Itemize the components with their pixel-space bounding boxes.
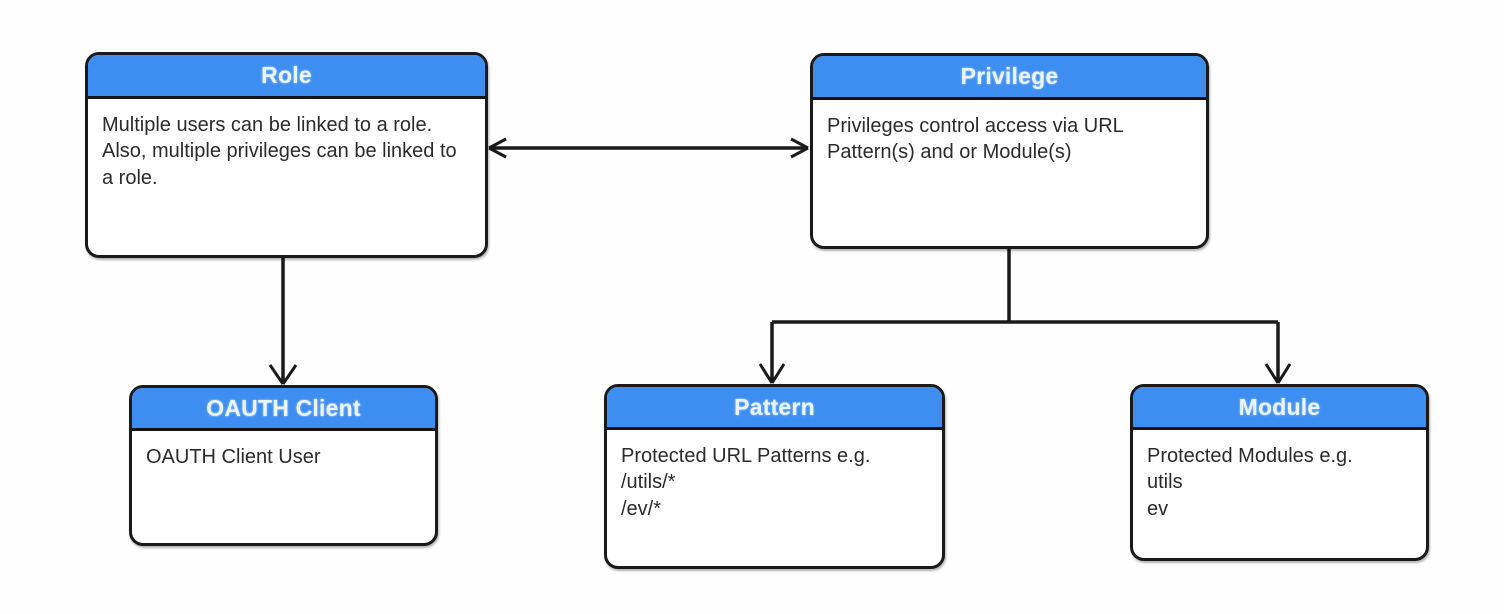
entity-pattern-body: Protected URL Patterns e.g. /utils/* /ev… (621, 445, 871, 520)
entity-module-title: Module (1238, 393, 1321, 420)
crowfoot-pattern-side (758, 363, 786, 384)
entity-privilege-title: Privilege (960, 63, 1059, 89)
entity-oauth-client-header: OAUTH Client (132, 388, 435, 431)
crowfoot-role-side (488, 137, 507, 159)
entity-role-header: Role (88, 55, 485, 99)
entity-pattern-header: Pattern (607, 387, 942, 430)
entity-oauth-client[interactable]: OAUTH Client OAUTH Client User (129, 385, 438, 546)
crowfoot-module-side (1264, 363, 1292, 384)
entity-privilege-body: Privileges control access via URL Patter… (827, 115, 1124, 164)
entity-module-body: Protected Modules e.g. utils ev (1147, 445, 1353, 520)
entity-oauth-client-body: OAUTH Client User (146, 446, 321, 468)
entity-privilege-header: Privilege (813, 56, 1206, 100)
entity-pattern-title: Pattern (734, 393, 815, 420)
entity-role-body: Multiple users can be linked to a role. … (102, 114, 457, 189)
entity-module-header: Module (1133, 387, 1426, 430)
entity-oauth-client-title: OAUTH Client (206, 394, 361, 421)
crowfoot-privilege-side (790, 137, 809, 159)
entity-privilege[interactable]: Privilege Privileges control access via … (810, 53, 1209, 249)
entity-pattern[interactable]: Pattern Protected URL Patterns e.g. /uti… (604, 384, 945, 569)
entity-module[interactable]: Module Protected Modules e.g. utils ev (1130, 384, 1429, 561)
entity-role-title: Role (261, 62, 312, 88)
entity-role[interactable]: Role Multiple users can be linked to a r… (85, 52, 488, 258)
crowfoot-oauth-side (268, 364, 298, 385)
